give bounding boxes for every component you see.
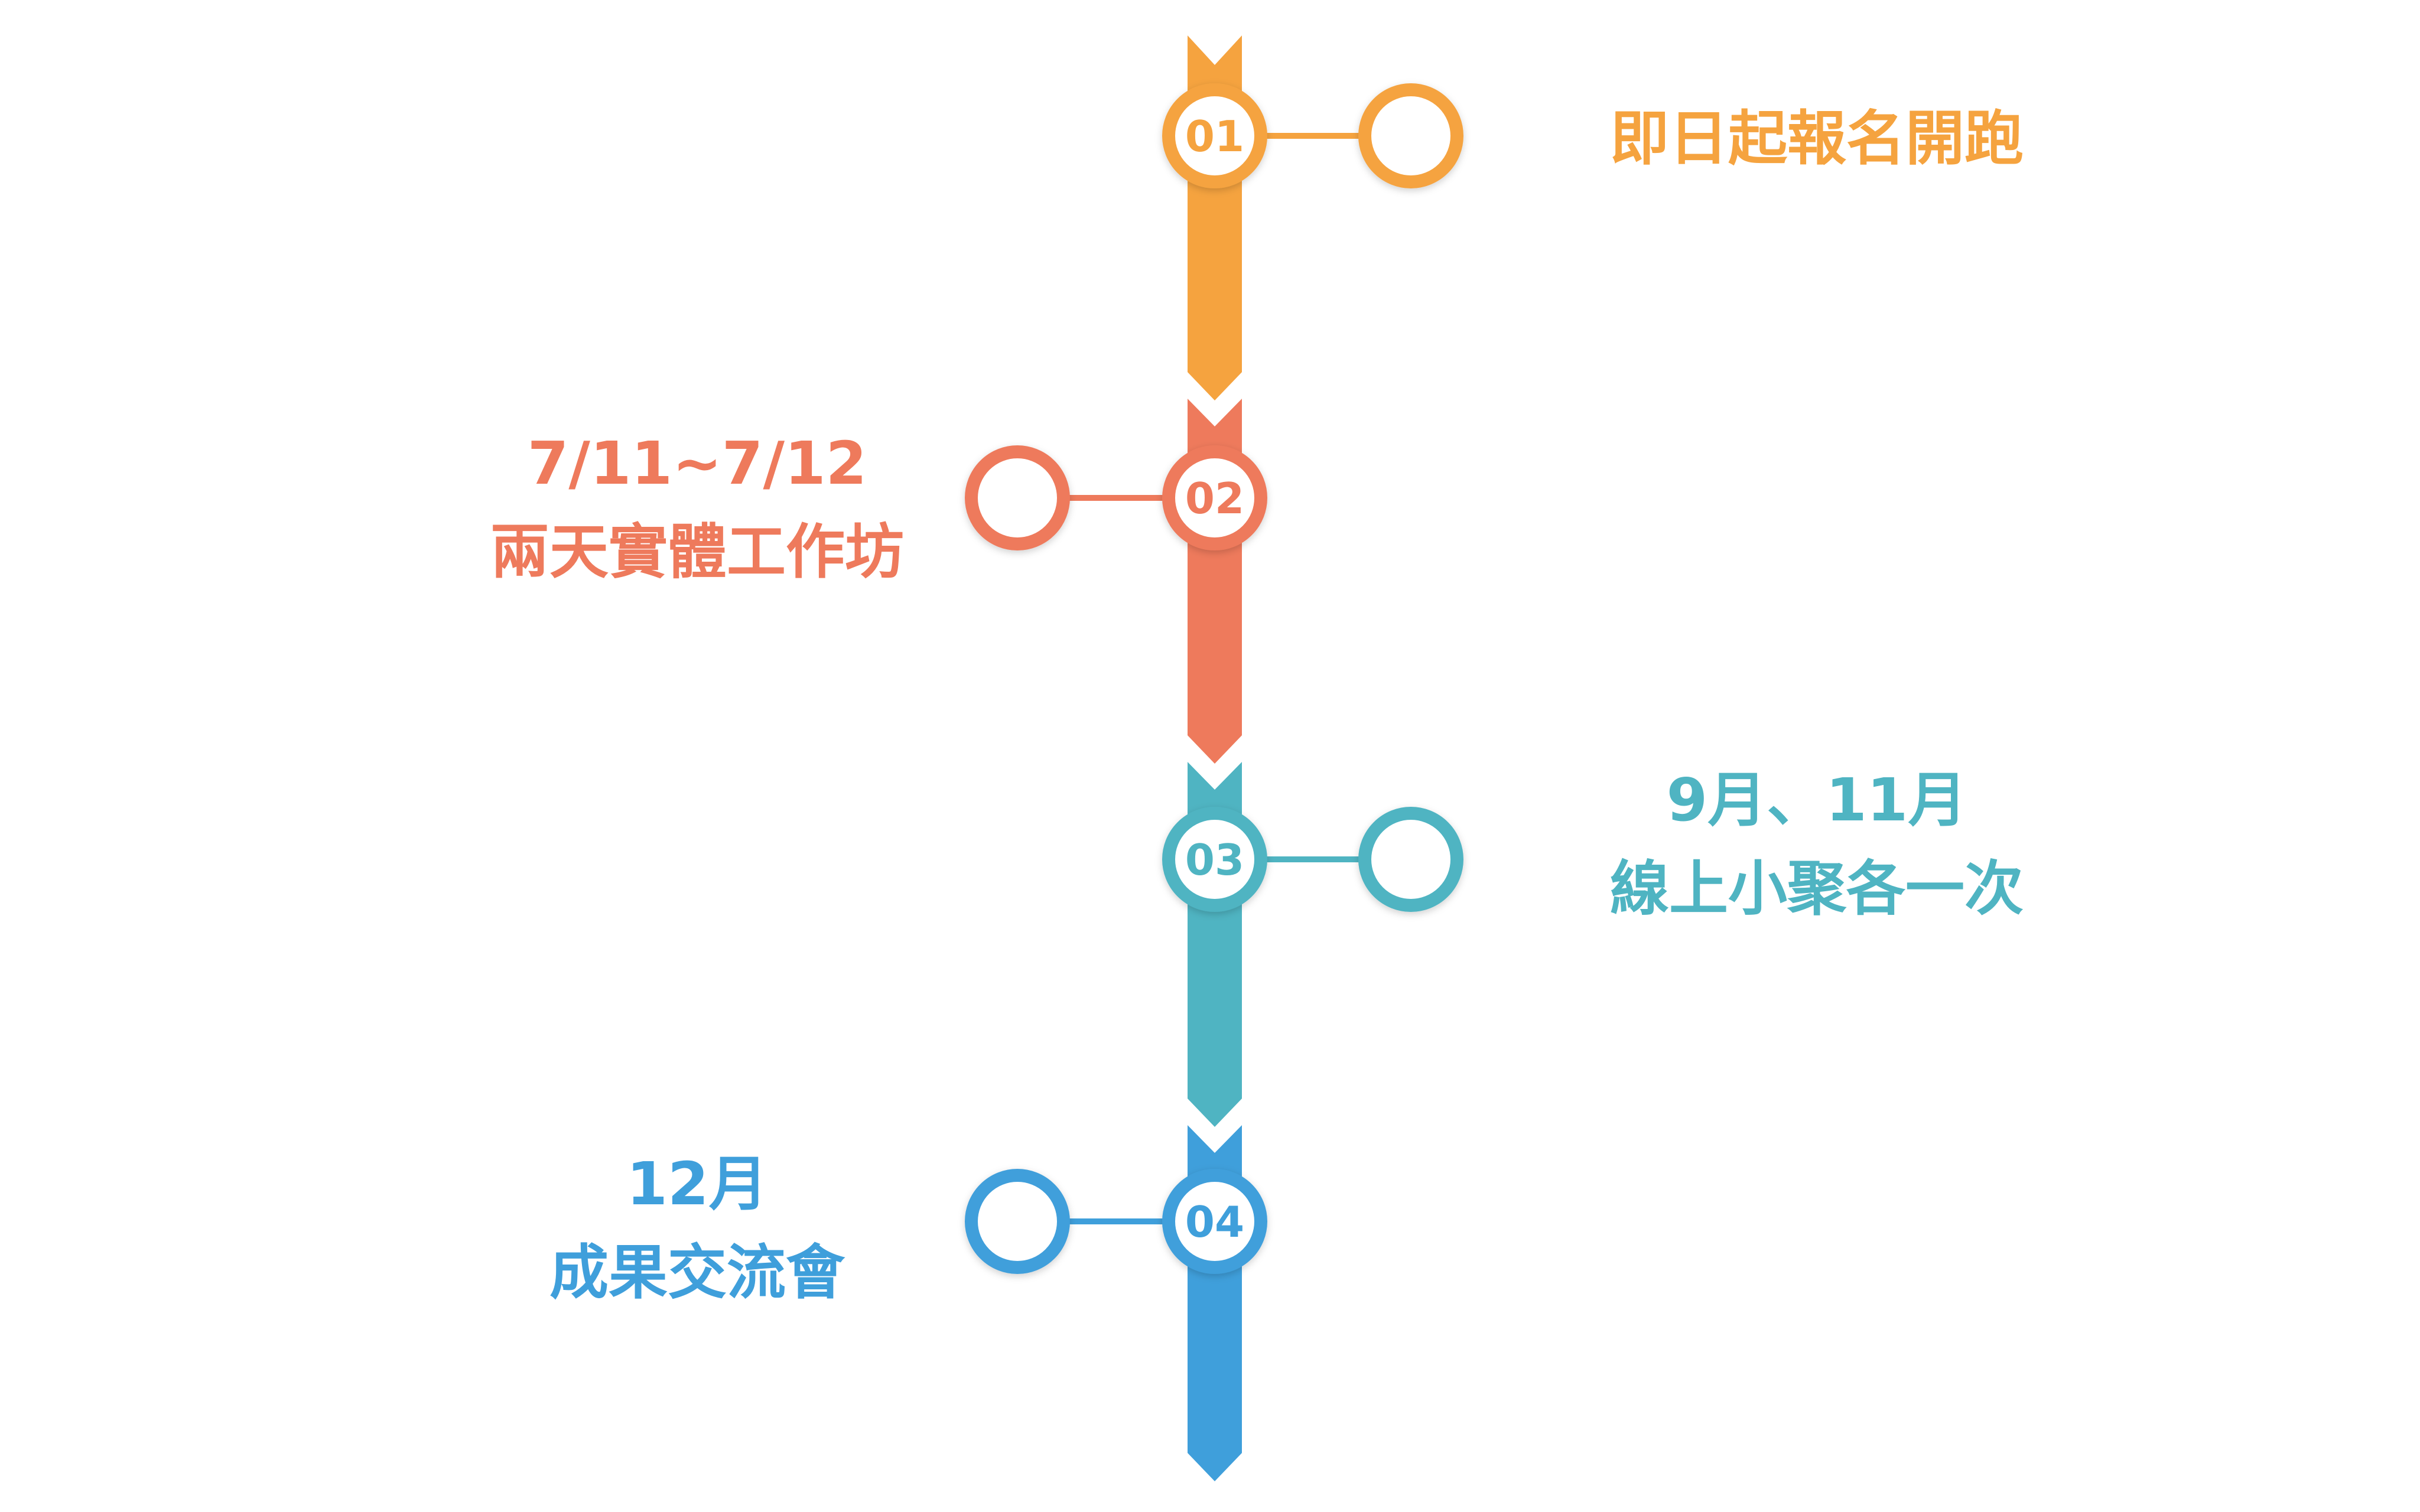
step-4-line-1: 12月 (626, 1149, 768, 1218)
number-badge-1 (1162, 83, 1267, 188)
step-2-line-1: 7/11~7/12 (527, 429, 867, 498)
step-number-1: 01 (1185, 112, 1244, 161)
step-label-2: 7/11~7/12 兩天實體工作坊 (402, 419, 993, 597)
side-ring-1 (1358, 83, 1463, 188)
step-2-line-2: 兩天實體工作坊 (490, 517, 904, 586)
timeline-step-3: 03 (1162, 762, 1463, 1127)
step-3-line-1: 9月、11月 (1666, 765, 1967, 835)
step-label-3: 9月、11月 線上小聚各一次 (1521, 756, 2112, 933)
step-4-line-2: 成果交流會 (549, 1238, 845, 1307)
step-3-line-2: 線上小聚各一次 (1610, 854, 2024, 923)
number-badge-3 (1162, 807, 1267, 912)
side-ring-4 (965, 1169, 1070, 1274)
step-number-2: 02 (1185, 474, 1244, 523)
number-badge-4 (1162, 1169, 1267, 1274)
step-number-3: 03 (1185, 835, 1244, 885)
step-number-4: 04 (1185, 1197, 1244, 1247)
timeline-step-1: 01 (1162, 35, 1463, 400)
step-1-line-1: 即日起報名開跑 (1610, 104, 2024, 173)
number-badge-2 (1162, 445, 1267, 550)
timeline-step-4: 04 (965, 1125, 1267, 1481)
timeline-step-2: 02 (965, 399, 1267, 764)
step-label-4: 12月 成果交流會 (402, 1140, 993, 1317)
side-ring-3 (1358, 807, 1463, 912)
side-ring-2 (965, 445, 1070, 550)
step-label-1: 即日起報名開跑 (1521, 94, 2112, 183)
